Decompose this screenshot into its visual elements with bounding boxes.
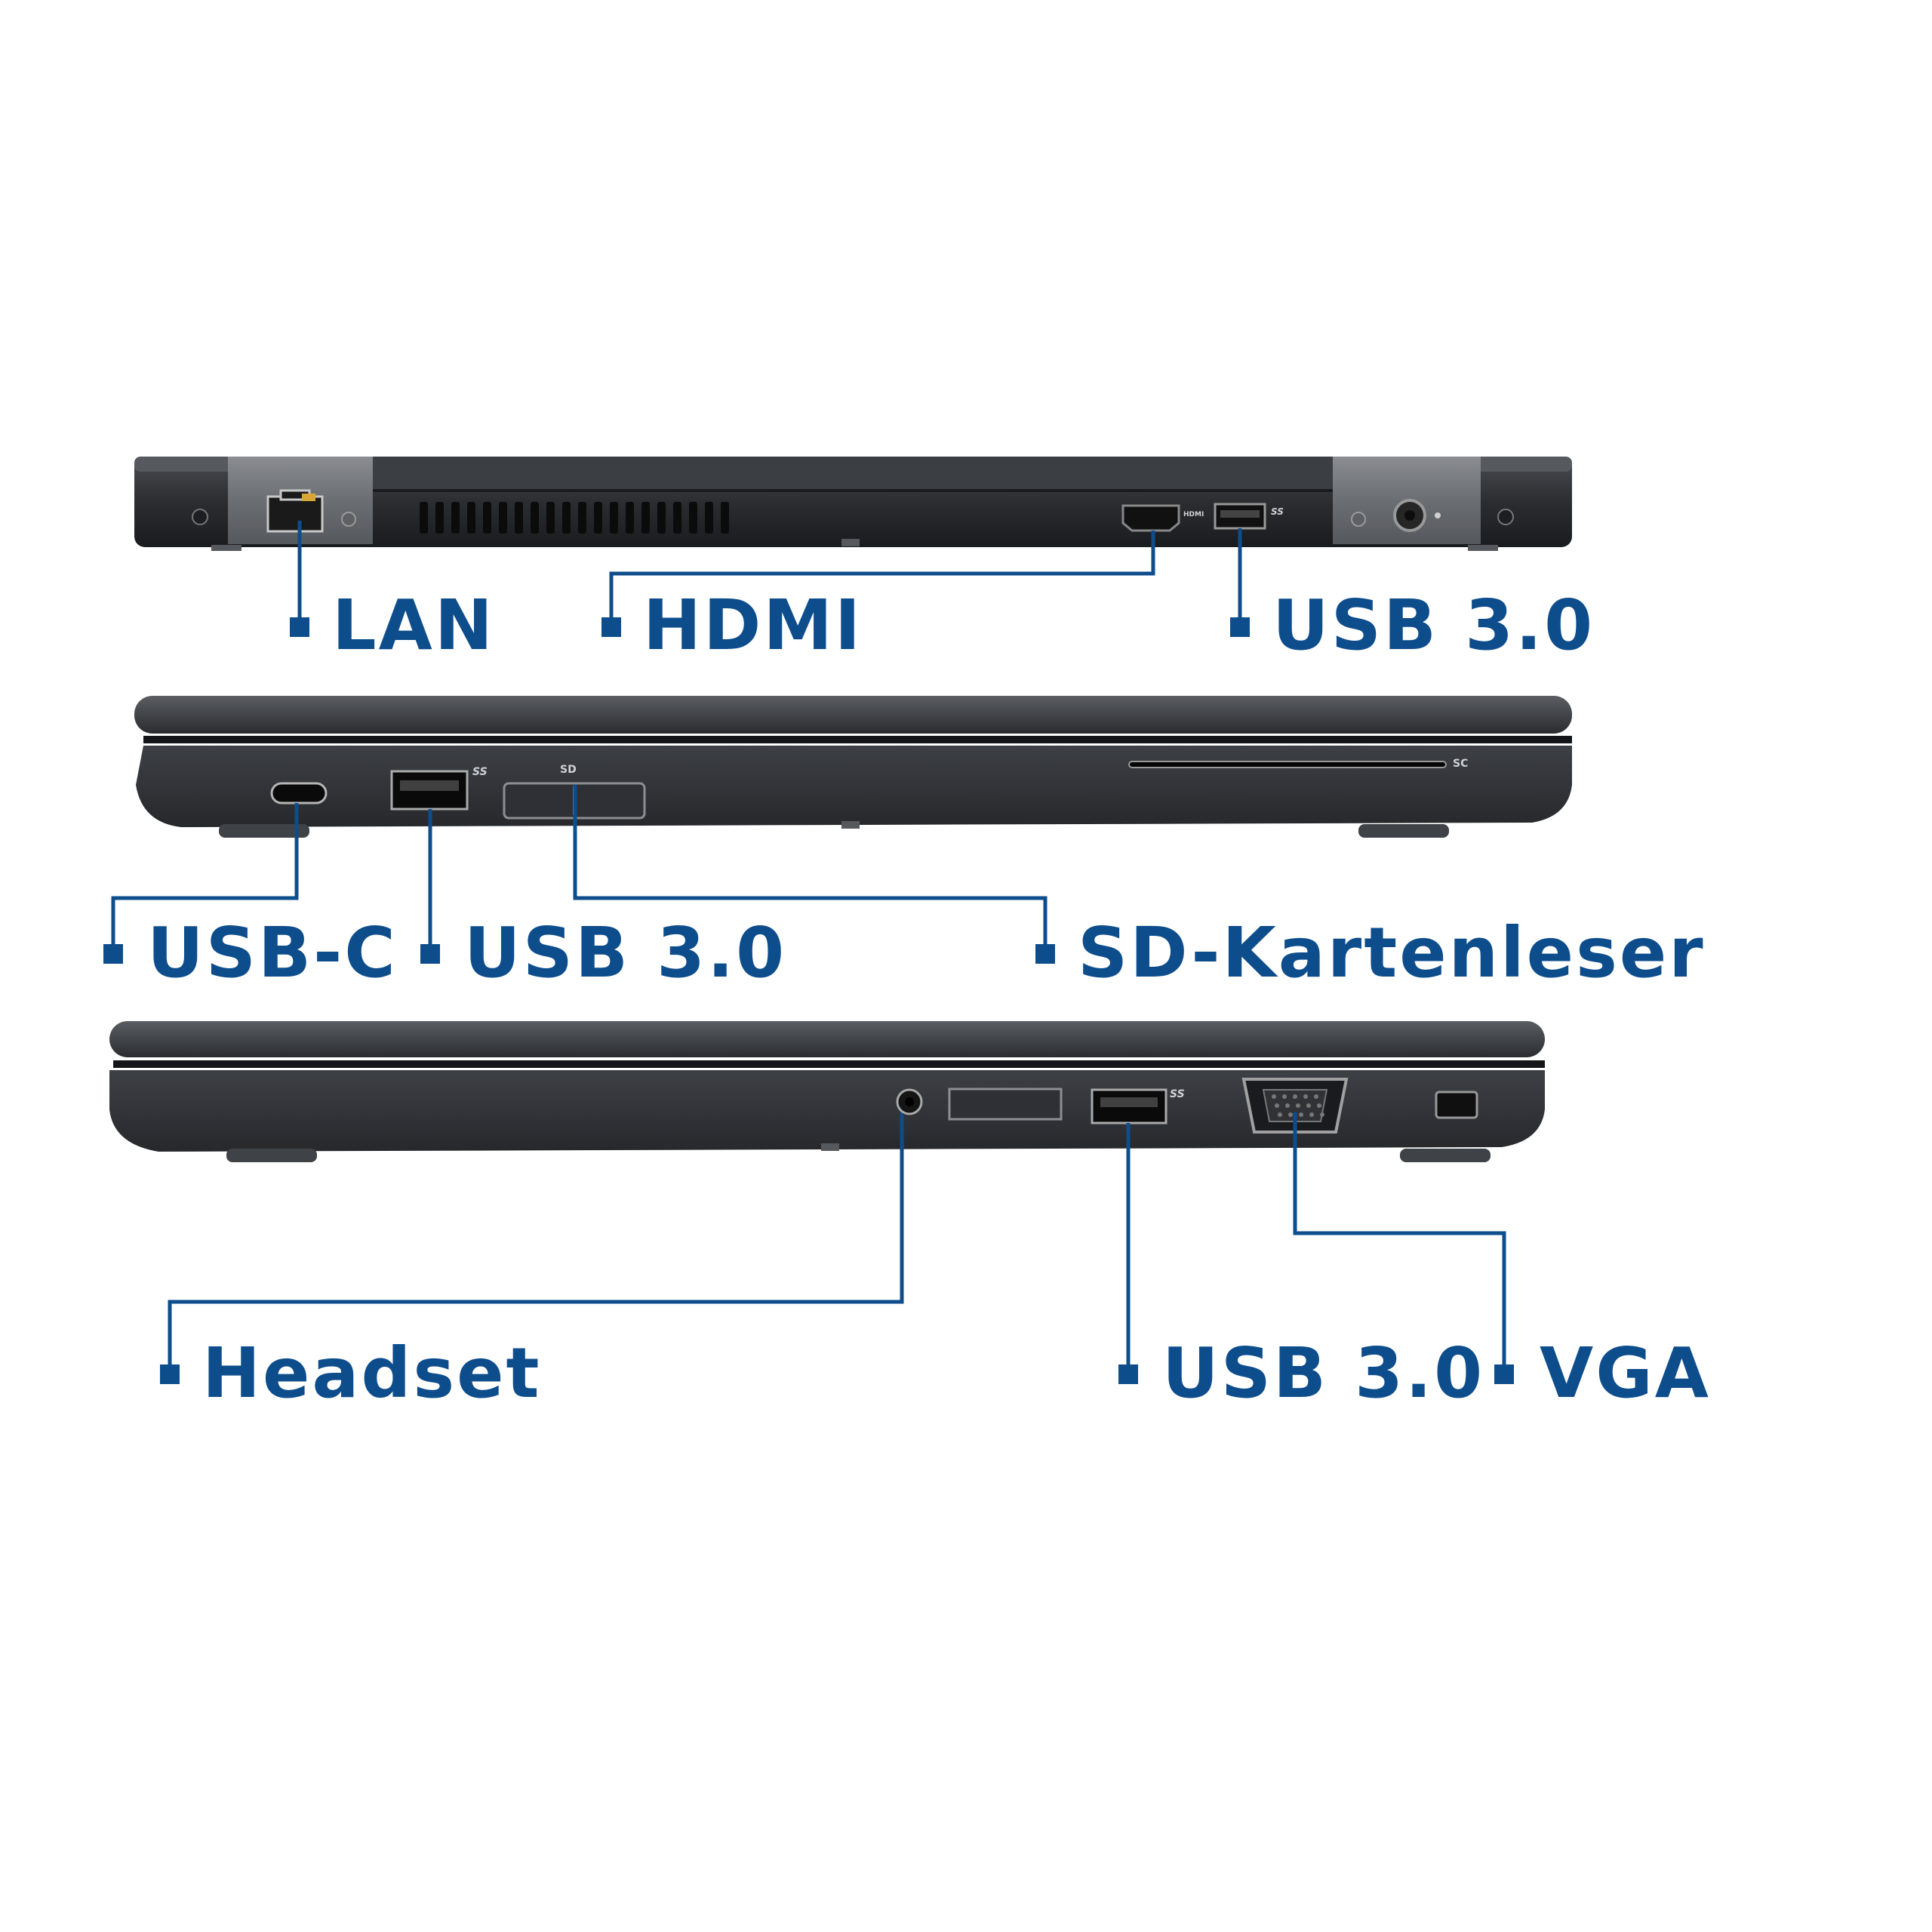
label-marker-usb-c: [103, 944, 123, 964]
callout-leader-lines: [111, 521, 1506, 1366]
vent-slit: [435, 502, 444, 534]
vent-slit: [626, 502, 634, 534]
vent-slit: [515, 502, 523, 534]
sd-marking: SD: [560, 764, 577, 776]
vent-slit: [483, 502, 491, 534]
vent-slit: [420, 502, 428, 534]
label-marker-usb-right: [1118, 1364, 1138, 1384]
label-headset: Headset: [202, 1333, 542, 1414]
label-marker-headset: [160, 1364, 180, 1384]
vent-slit: [531, 502, 539, 534]
vga-pin: [1293, 1094, 1297, 1099]
usb-c-port-icon: [270, 782, 328, 804]
vga-pin: [1299, 1112, 1303, 1117]
hdmi-marking: HDMI: [1183, 511, 1204, 518]
label-usb-rear: USB 3.0: [1272, 585, 1595, 666]
label-hdmi: HDMI: [643, 585, 863, 666]
vga-pin: [1296, 1103, 1300, 1108]
leader-line-hdmi: [609, 531, 1155, 619]
usb-port-icon-rear: [1214, 503, 1266, 530]
vga-pin: [1275, 1103, 1279, 1108]
vga-port-icon: [1241, 1078, 1349, 1134]
usb-port-icon-left: [390, 770, 469, 811]
label-usb-left: USB 3.0: [464, 912, 787, 993]
vga-pin: [1306, 1103, 1311, 1108]
vent-slit: [578, 502, 586, 534]
label-marker-hdmi: [601, 617, 621, 637]
lan-port-icon: [266, 489, 324, 533]
vga-pin: [1314, 1094, 1318, 1099]
label-lan: LAN: [332, 585, 495, 666]
leader-line-headset: [168, 1113, 904, 1366]
vent-slit: [546, 502, 555, 534]
hdmi-port-icon: [1121, 504, 1180, 532]
label-usb-c: USB-C: [147, 912, 398, 993]
label-marker-usb-left: [420, 944, 440, 964]
vga-pin: [1288, 1112, 1293, 1117]
label-marker-sd: [1035, 944, 1055, 964]
vent-slit: [562, 502, 571, 534]
vent-slit: [641, 502, 650, 534]
usb-ss-marking-rear: SS: [1271, 506, 1284, 517]
laptop-right-view: [109, 1021, 1545, 1162]
usb-ss-marking-left: SS: [472, 766, 488, 778]
leader-line-usb-c: [111, 803, 299, 945]
usb-port-icon-right: [1091, 1088, 1168, 1124]
vent-slit: [451, 502, 460, 534]
vent-slit: [673, 502, 681, 534]
vent-slit: [467, 502, 475, 534]
laptop-rear-view: [134, 457, 1572, 551]
smart-card-marking: SC: [1453, 758, 1469, 770]
vga-pin: [1303, 1094, 1308, 1099]
headset-jack-icon: [896, 1088, 923, 1115]
vent-grille: [420, 502, 729, 534]
vga-pin: [1272, 1094, 1276, 1099]
sim-card-slot-icon: [948, 1088, 1063, 1121]
vga-pin: [1278, 1112, 1282, 1117]
vent-slit: [657, 502, 666, 534]
vga-pin: [1320, 1112, 1324, 1117]
vga-pin: [1285, 1103, 1290, 1108]
vga-pin: [1282, 1094, 1287, 1099]
leader-line-sd: [573, 785, 1048, 945]
vga-pins: [1272, 1094, 1324, 1117]
vent-slit: [594, 502, 602, 534]
vent-slit: [689, 502, 697, 534]
leader-line-vga: [1293, 1112, 1506, 1366]
label-marker-usb-rear: [1230, 617, 1250, 637]
label-marker-lan: [290, 617, 309, 637]
vent-slit: [705, 502, 713, 534]
lock-slot-icon: [1435, 1091, 1478, 1119]
label-usb-right: USB 3.0: [1162, 1333, 1485, 1414]
vent-slit: [499, 502, 507, 534]
label-marker-vga: [1494, 1364, 1514, 1384]
label-vga: VGA: [1540, 1333, 1711, 1414]
smart-card-slot-icon: [1128, 761, 1447, 768]
vent-slit: [610, 502, 618, 534]
usb-ss-marking-right: SS: [1170, 1088, 1185, 1100]
power-port-icon: [1393, 499, 1441, 532]
vga-pin: [1317, 1103, 1321, 1108]
label-sd-card-reader: SD-Kartenleser: [1078, 912, 1706, 993]
vent-slit: [721, 502, 729, 534]
vga-pin: [1309, 1112, 1314, 1117]
